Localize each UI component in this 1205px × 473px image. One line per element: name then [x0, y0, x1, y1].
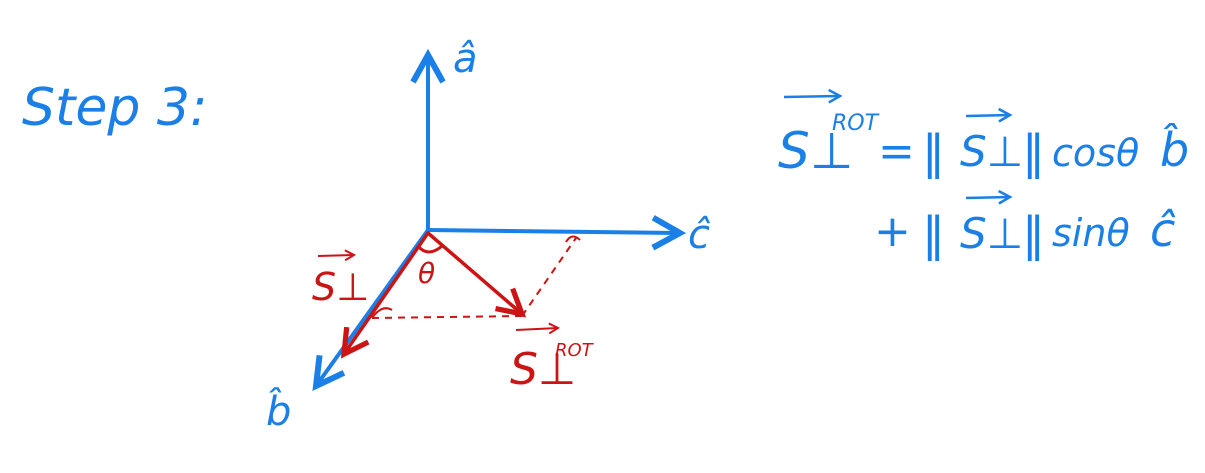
projection-dashed-c	[521, 237, 577, 317]
axis-b-arrow	[316, 228, 430, 386]
eq-line1-unit: b̂	[1160, 123, 1189, 177]
s-perp-rot-vector	[426, 231, 522, 314]
eq-line2-unit: ĉ	[1150, 203, 1176, 257]
s-perp-label: S⊥	[312, 265, 369, 309]
axis-c-label: ĉ	[688, 212, 711, 258]
s-perp-label-arrow	[317, 255, 354, 256]
eq-line1-norm-vec: S⊥	[960, 127, 1023, 176]
theta-arc	[416, 244, 443, 254]
eq-line1-norm-arrow	[965, 115, 1010, 116]
eq-lhs-arrow	[783, 96, 840, 97]
projection-tick-c	[565, 235, 581, 243]
eq-lhs-sup: ROT	[832, 111, 880, 136]
eq-line1-norm-close: ‖	[1022, 125, 1045, 180]
theta-label: θ	[418, 257, 435, 290]
eq-equals: =	[878, 126, 915, 177]
step-title: Step 3:	[22, 78, 208, 138]
eq-lhs-base: S⊥	[778, 122, 853, 180]
eq-line1-trig: cosθ	[1052, 131, 1139, 175]
s-perp-rot-label-sup: ROT	[555, 340, 595, 361]
s-perp-rot-label-arrow	[515, 328, 558, 330]
projection-dashed-b	[371, 315, 523, 319]
axis-b-label: b̂	[266, 387, 291, 435]
s-perp-rot-label-base: S⊥	[510, 344, 576, 395]
axis-c-arrow	[426, 230, 680, 233]
eq-line2-norm-arrow	[965, 197, 1010, 198]
projection-tick-b	[371, 307, 393, 319]
eq-line2-trig: sinθ	[1052, 211, 1130, 255]
s-perp-vector	[344, 231, 430, 354]
eq-line2-norm-vec: S⊥	[960, 209, 1023, 258]
eq-line2-plus: +	[874, 206, 911, 257]
eq-line1-norm-open: ‖	[922, 125, 945, 180]
eq-line2-norm-close: ‖	[1022, 207, 1045, 262]
axis-a-label: â	[453, 36, 478, 82]
eq-line2-norm-open: ‖	[922, 207, 945, 262]
